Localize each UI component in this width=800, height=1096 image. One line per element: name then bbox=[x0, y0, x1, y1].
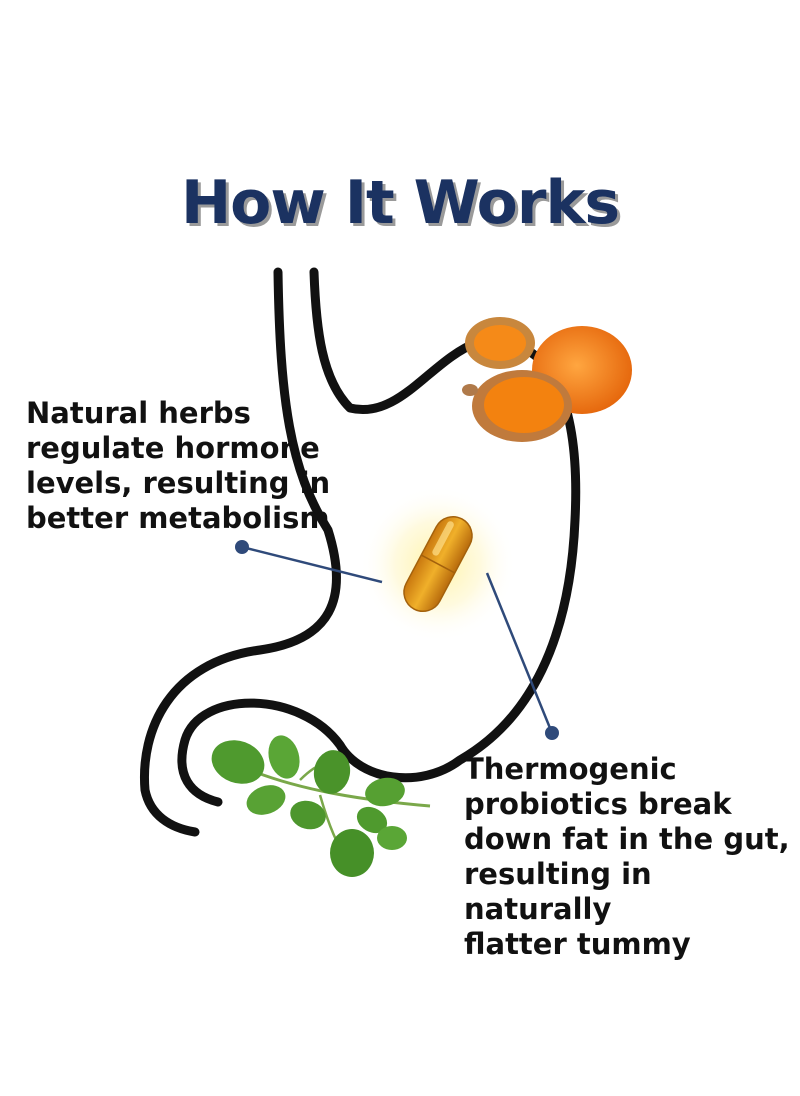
capsule-icon bbox=[360, 486, 516, 642]
moringa-leaves-icon bbox=[211, 735, 431, 877]
page-title: How It Works bbox=[180, 168, 620, 238]
stomach-inner-wall bbox=[177, 267, 581, 807]
stomach-outline bbox=[139, 267, 581, 837]
turmeric-icon bbox=[462, 317, 632, 442]
connector-left bbox=[235, 540, 383, 584]
stomach-outer-wall bbox=[139, 267, 341, 837]
callout-probiotics: Thermogenic probiotics break down fat in… bbox=[464, 752, 790, 961]
callout-herbs: Natural herbs regulate hormone levels, r… bbox=[26, 396, 331, 535]
connector-right bbox=[485, 572, 559, 740]
